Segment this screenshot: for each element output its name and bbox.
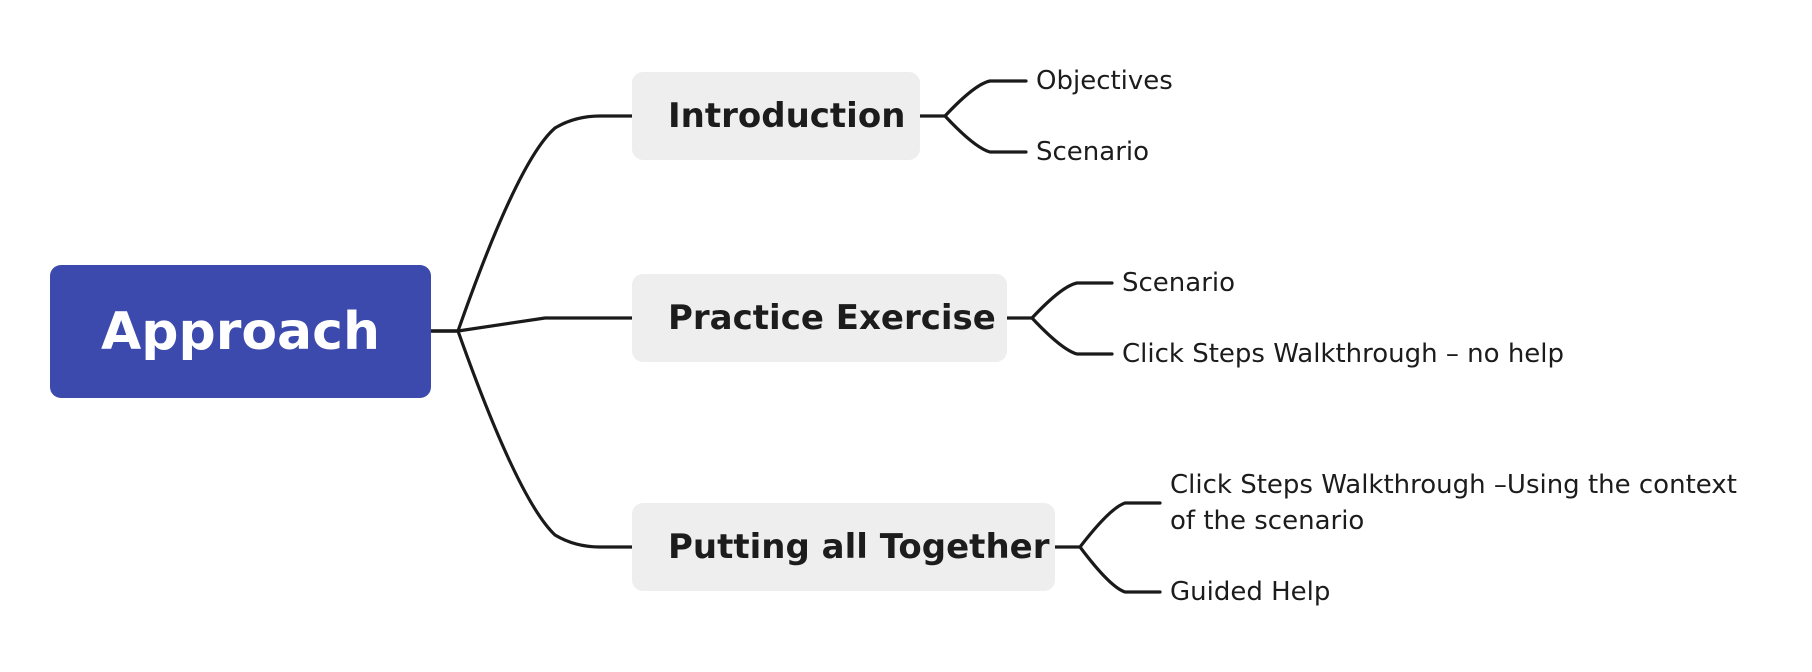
connector-practice-walkthrough (1030, 316, 1114, 356)
connector-intro-objectives (918, 79, 1028, 118)
connector-root-putting (429, 329, 634, 549)
topic-label: Introduction (668, 96, 906, 136)
subtopic-click-steps-no-help[interactable]: Click Steps Walkthrough – no help (1122, 339, 1565, 369)
subtopic-guided-help[interactable]: Guided Help (1170, 577, 1331, 607)
subtopic-intro-scenario[interactable]: Scenario (1036, 137, 1150, 167)
subtopic-click-steps-context[interactable]: Click Steps Walkthrough –Using the conte… (1170, 470, 1737, 536)
connector-putting-guided (1078, 545, 1162, 594)
subtopic-objectives[interactable]: Objectives (1036, 66, 1173, 96)
connector-intro-scenario (943, 114, 1028, 154)
topic-putting-all-together[interactable]: Putting all Together (632, 503, 1055, 591)
root-topic-approach[interactable]: Approach (50, 265, 431, 398)
topic-label: Putting all Together (668, 527, 1050, 567)
root-topic-label: Approach (101, 301, 380, 362)
topic-introduction[interactable]: Introduction (632, 72, 920, 160)
connector-putting-walkthrough (1053, 501, 1162, 549)
topic-label: Practice Exercise (668, 298, 996, 338)
topic-practice-exercise[interactable]: Practice Exercise (632, 274, 1007, 362)
subtopic-practice-scenario[interactable]: Scenario (1122, 268, 1236, 298)
connector-practice-scenario (1005, 281, 1114, 320)
connector-root-introduction (429, 114, 634, 333)
